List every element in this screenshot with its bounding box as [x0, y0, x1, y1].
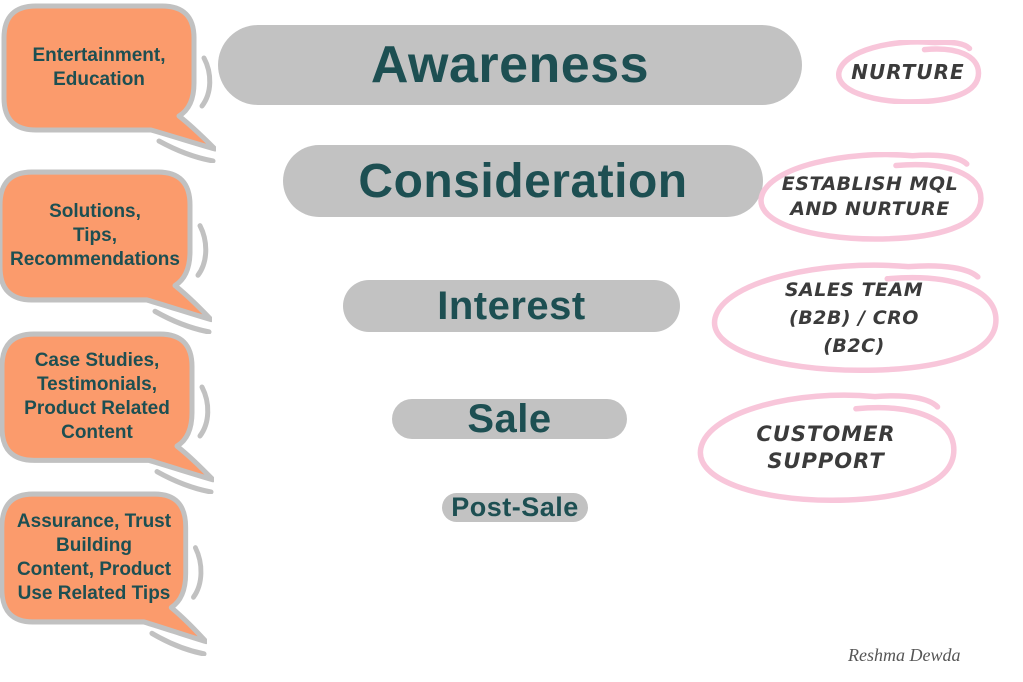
annotation-nurture: Nurture — [833, 40, 983, 104]
funnel-stage-awareness: Awareness — [218, 25, 802, 105]
funnel-stage-consideration: Consideration — [283, 145, 763, 217]
funnel-stage-interest: Interest — [343, 280, 680, 332]
funnel-stage-postsale: Post-Sale — [442, 492, 588, 522]
annotation-text: Nurture — [851, 59, 965, 84]
annotation-establish-mql: Establish MQL and Nurture — [752, 152, 988, 242]
speech-bubble-awareness-content: Entertainment, Education — [4, 6, 194, 130]
annotation-text: Sales Team (B2B) / CRO (B2C) — [784, 279, 924, 357]
funnel-stage-label: Sale — [467, 396, 552, 441]
bubble-text: Solutions, Tips, Recommendations — [10, 201, 180, 270]
author-signature: Reshma Dewda — [848, 645, 961, 665]
speech-bubble-interest-content: Case Studies, Testimonials, Product Rela… — [2, 334, 192, 460]
speech-bubble-postsale-content: Assurance, Trust Building Content, Produ… — [2, 494, 186, 622]
bubble-text: Entertainment, Education — [32, 45, 166, 90]
funnel-stage-label: Interest — [437, 283, 586, 328]
annotation-text: Establish MQL and Nurture — [781, 173, 959, 220]
bubble-text: Assurance, Trust Building Content, Produ… — [16, 511, 172, 604]
funnel-stage-label: Consideration — [358, 154, 688, 208]
funnel-stage-sale: Sale — [392, 396, 627, 441]
annotation-sales-team: Sales Team (B2B) / CRO (B2C) — [703, 262, 1005, 374]
funnel-stage-label: Awareness — [370, 36, 650, 94]
annotation-text: Customer Support — [756, 422, 896, 473]
bubble-text: Case Studies, Testimonials, Product Rela… — [24, 350, 170, 443]
funnel-stage-label: Post-Sale — [451, 492, 579, 522]
speech-bubble-consideration-content: Solutions, Tips, Recommendations — [0, 172, 190, 300]
annotation-customer-support: Customer Support — [690, 392, 962, 504]
